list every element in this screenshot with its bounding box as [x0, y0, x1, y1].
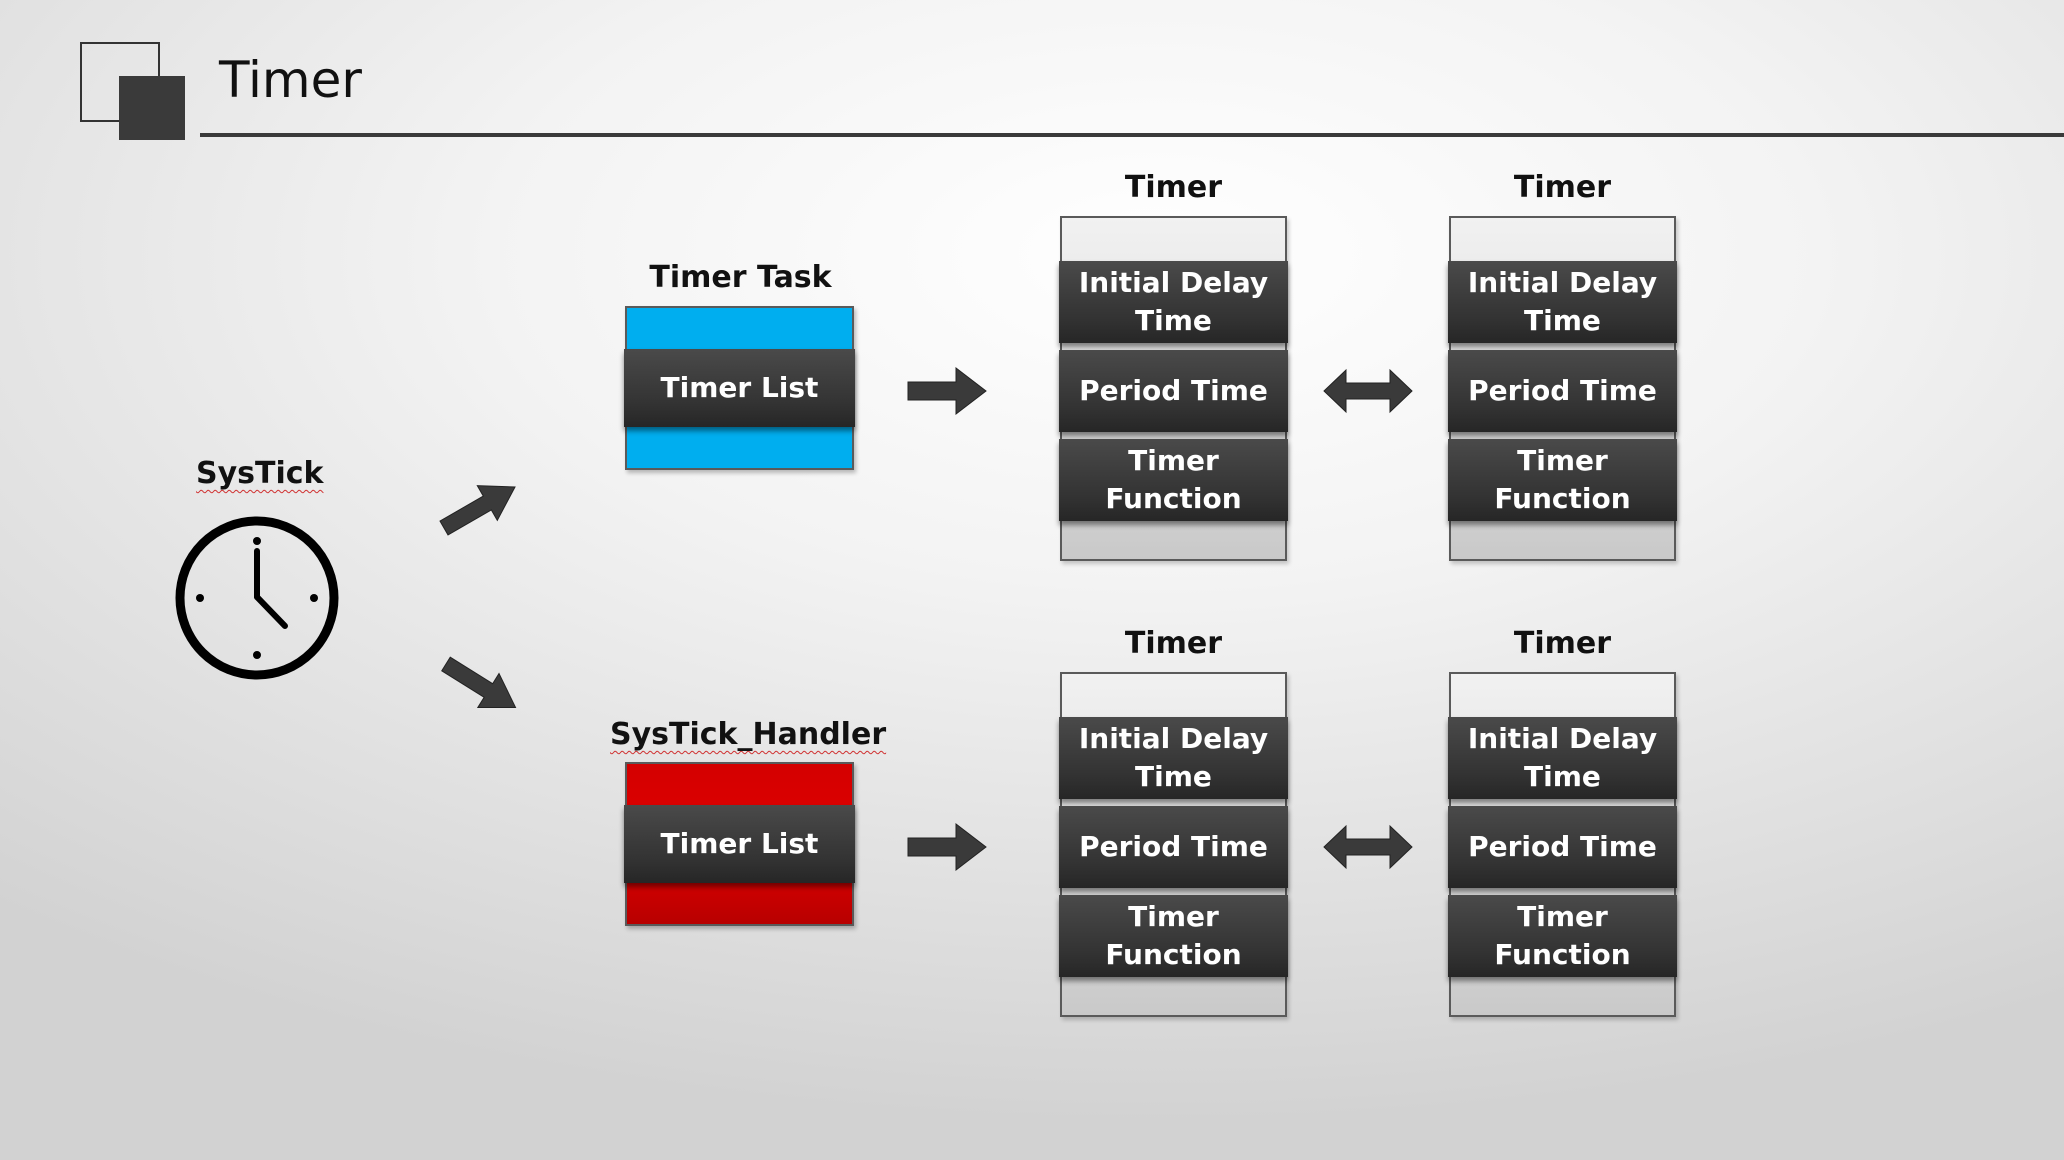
- timer-label: Timer: [1124, 170, 1223, 205]
- timer-list-band: Timer List: [624, 349, 855, 427]
- title-divider: [200, 133, 2064, 137]
- systick-handler-label: SysTick_Handler: [610, 720, 886, 750]
- timer-label: Timer: [1513, 626, 1612, 661]
- systick-label-text: SysTick: [196, 456, 324, 491]
- logo-filled-square: [119, 76, 185, 140]
- arrow-right-icon: [907, 822, 987, 872]
- clock-icon: [175, 516, 339, 680]
- double-arrow-icon: [1323, 368, 1413, 414]
- period-time-field: Period Time: [1448, 350, 1677, 432]
- period-time-field: Period Time: [1059, 350, 1288, 432]
- timer-task-label: Timer Task: [649, 260, 832, 295]
- arrow-up-right-icon: [439, 485, 516, 536]
- timer-label: Timer: [1124, 626, 1223, 661]
- period-time-field: Period Time: [1059, 806, 1288, 888]
- systick-handler-label-text: SysTick_Handler: [610, 717, 887, 752]
- period-time-field: Period Time: [1448, 806, 1677, 888]
- arrow-down-right-icon: [441, 656, 517, 708]
- double-arrow-icon: [1323, 824, 1413, 870]
- arrow-right-icon: [907, 366, 987, 416]
- timer-label: Timer: [1513, 170, 1612, 205]
- slide-title: Timer: [219, 51, 362, 109]
- systick-handler-box: Timer List: [624, 762, 855, 926]
- timer-task-box: Timer List: [624, 306, 855, 470]
- systick-label: SysTick: [196, 459, 324, 489]
- timer-list-band: Timer List: [624, 805, 855, 883]
